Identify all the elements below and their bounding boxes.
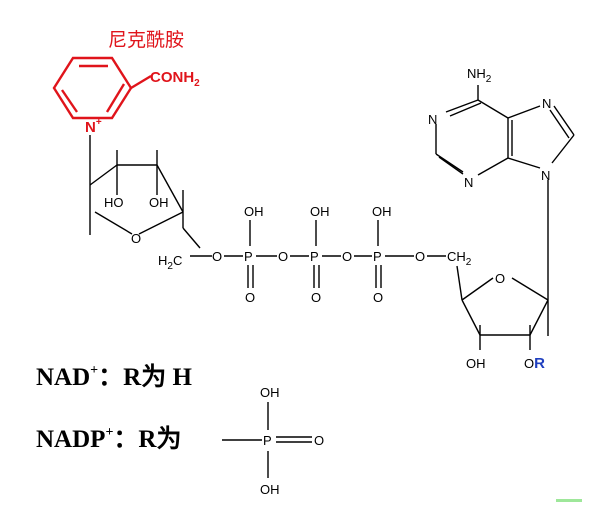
nadp-phosphate-group <box>222 402 312 478</box>
ribose-left <box>89 135 201 249</box>
nicotinamide-ring <box>52 56 152 120</box>
phosphate-3-oh: OH <box>372 204 392 219</box>
adenine-n1: N <box>428 112 437 127</box>
adenine-n7: N <box>542 96 551 111</box>
pyridinium-n: N+ <box>85 117 102 136</box>
phosphate-3-p: P <box>373 249 382 264</box>
phosphate-2-p: P <box>310 249 319 264</box>
bridge-o-4: O <box>415 249 425 264</box>
phosphate-3-o: O <box>373 290 383 305</box>
nad-caption: NAD+：R为 H <box>36 363 192 391</box>
ring-o-ribose2: O <box>495 271 505 286</box>
phosphate-1-p: P <box>244 249 253 264</box>
h2c-group: H2C <box>158 253 182 272</box>
decorative-underline <box>556 499 582 502</box>
oh-left-ribose1: HO <box>104 195 124 210</box>
ribose-right <box>456 180 549 350</box>
adenine-ring <box>435 85 575 176</box>
nadp-p: P <box>263 433 272 448</box>
oh-ribose2: OH <box>466 356 486 371</box>
oh-right-ribose1: OH <box>149 195 169 210</box>
adenine-n3: N <box>464 175 473 190</box>
ring-o-ribose1: O <box>131 231 141 246</box>
adenine-nh2: NH2 <box>467 66 492 85</box>
nadp-oh-top: OH <box>260 385 280 400</box>
amide-group: CONH2 <box>150 69 200 89</box>
ch2-group: CH2 <box>447 249 472 268</box>
adenine-n9: N <box>541 168 550 183</box>
phosphate-2-o: O <box>311 290 321 305</box>
phosphate-1-o: O <box>245 290 255 305</box>
nadp-o: O <box>314 433 324 448</box>
bridge-o-1: O <box>212 249 222 264</box>
o-r-group: OR <box>524 355 545 372</box>
nadp-caption: NADP+：R为 <box>36 425 181 453</box>
bridge-o-3: O <box>342 249 352 264</box>
phosphate-1-oh: OH <box>244 204 264 219</box>
nicotinamide-label: 尼克酰胺 <box>108 29 184 51</box>
bridge-o-2: O <box>278 249 288 264</box>
phosphate-2-oh: OH <box>310 204 330 219</box>
nadp-oh-bottom: OH <box>260 482 280 497</box>
